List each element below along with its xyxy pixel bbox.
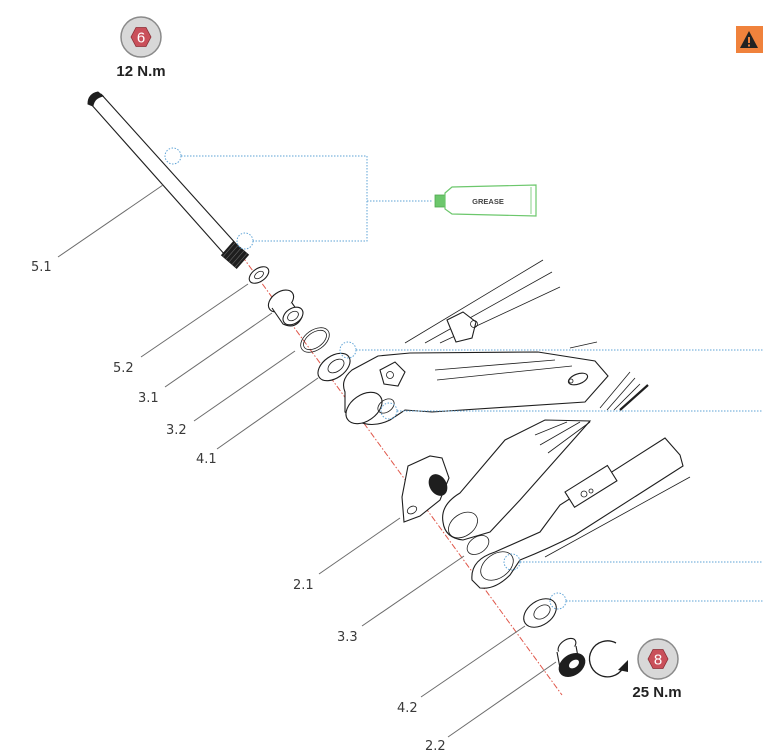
callout-4-2: 4.2 — [397, 701, 418, 716]
frame-dropout-right — [471, 437, 763, 589]
part-axle — [87, 91, 250, 270]
torque-badge-axle: 6 12 N.m — [116, 16, 166, 80]
part-bushing-lower — [466, 535, 490, 555]
part-snap-ring — [300, 327, 330, 353]
callout-3-2: 3.2 — [166, 423, 187, 438]
grease-link — [164, 147, 433, 250]
callout-2-1: 2.1 — [293, 578, 314, 593]
torque-tool-size: 6 — [137, 30, 145, 47]
callout-2-2: 2.2 — [425, 739, 446, 753]
clockwise-arrow-icon — [588, 640, 628, 678]
part-washer — [248, 266, 270, 284]
callout-5-2: 5.2 — [113, 361, 134, 376]
part-bearing-lower — [523, 592, 763, 628]
warning-triangle-icon — [736, 26, 763, 53]
callout-leaders — [57, 184, 557, 738]
part-derailleur-hanger — [401, 455, 450, 523]
part-bushing — [267, 289, 304, 327]
part-bearing — [317, 341, 763, 382]
callout-5-1: 5.1 — [31, 260, 52, 275]
torque-badge-pivot: 8 25 N.m — [632, 638, 682, 701]
frame-upper-stay — [404, 259, 598, 349]
callout-4-1: 4.1 — [196, 452, 217, 467]
torque-value: 25 N.m — [632, 684, 681, 701]
frame-chainstay-upper — [343, 351, 763, 426]
frame-dropout-left — [442, 419, 592, 541]
torque-tool-size: 8 — [654, 652, 662, 669]
callout-3-3: 3.3 — [337, 630, 358, 645]
callout-3-1: 3.1 — [138, 391, 159, 406]
assembly-axis — [241, 255, 563, 696]
torque-value: 12 N.m — [116, 63, 165, 80]
callout-labels: 5.1 5.2 3.1 3.2 4.1 2.1 3.3 4.2 2.2 — [31, 260, 446, 753]
part-pivot-bolt — [556, 637, 586, 677]
grease-label: GREASE — [472, 197, 504, 206]
grease-tube-icon: GREASE — [434, 184, 537, 217]
